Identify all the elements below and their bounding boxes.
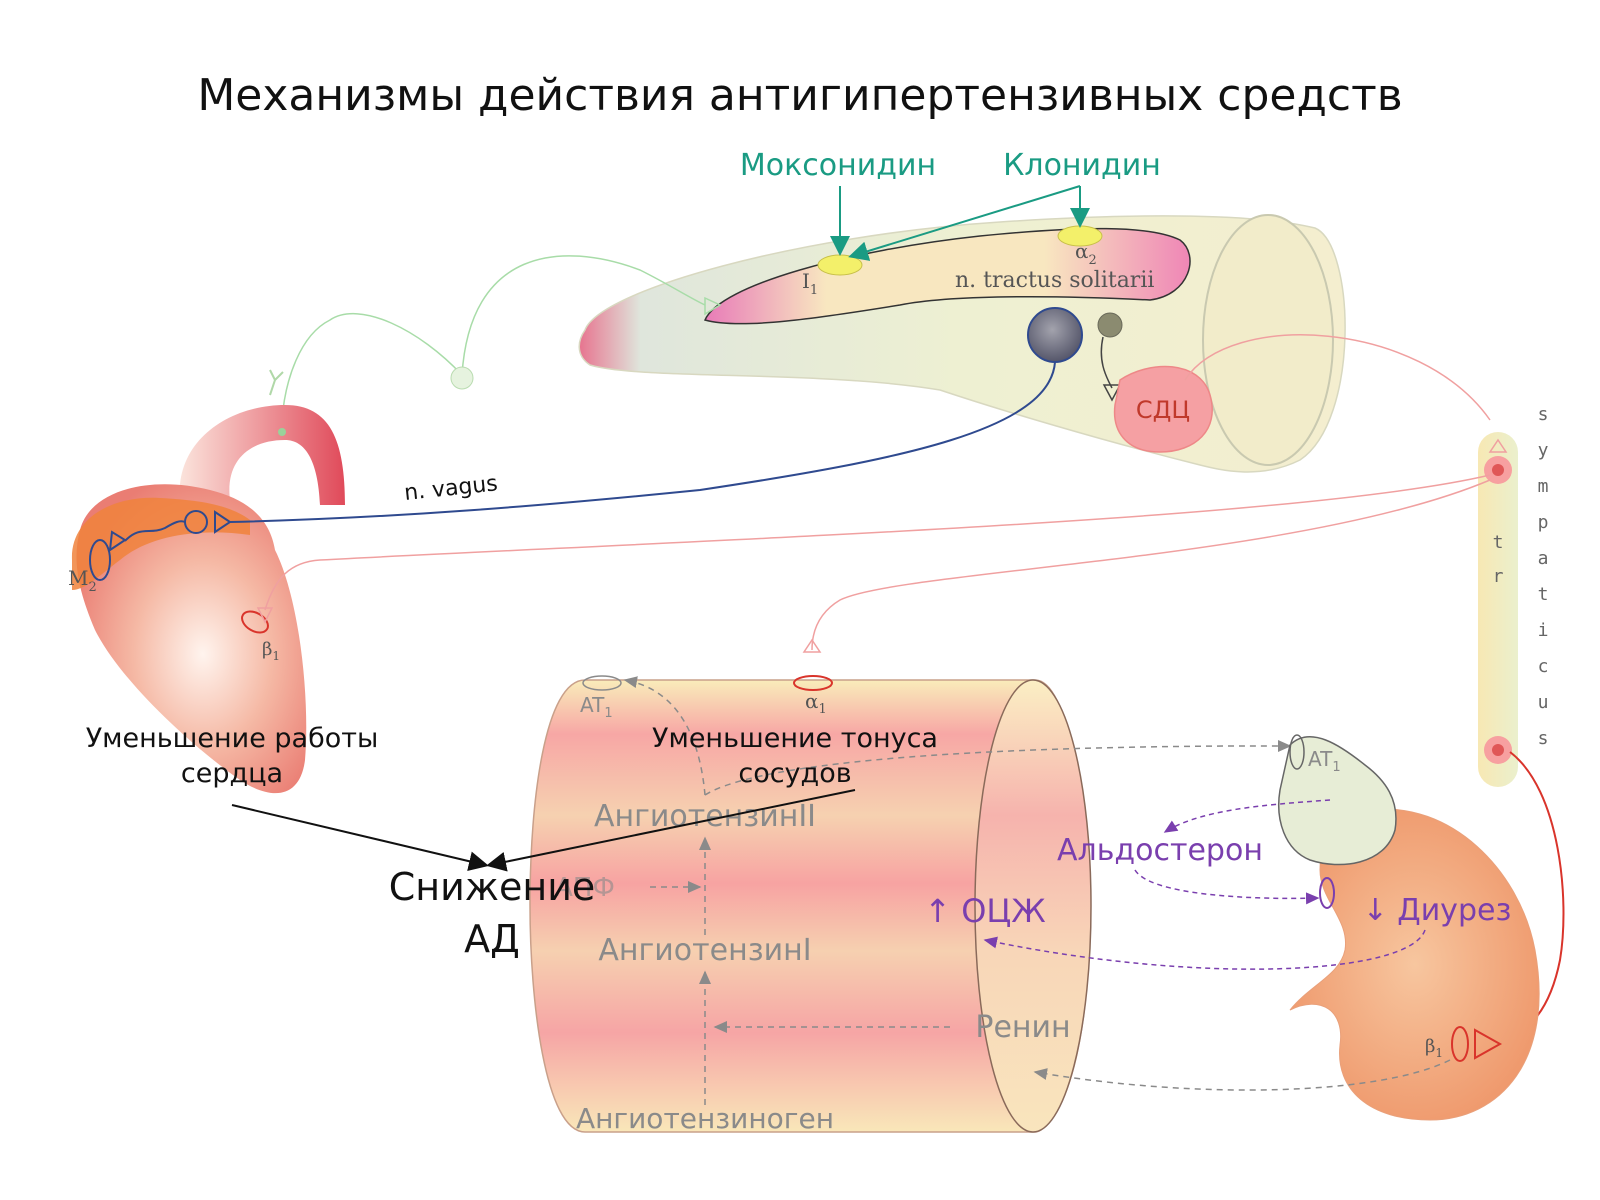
- baroreceptor-ganglion: [450, 366, 474, 390]
- heart-atrium: [71, 497, 250, 590]
- page-title: Механизмы действия антигипертензивных ср…: [197, 70, 1402, 121]
- svg-text:y: y: [1538, 440, 1549, 461]
- ace-label: АПФ: [555, 873, 615, 903]
- kidney-beta1-receptor: [1451, 1026, 1469, 1062]
- aortic-arch: [179, 405, 345, 505]
- i1-receptor: [817, 254, 863, 276]
- vessel-alpha1-receptor: [793, 675, 833, 691]
- bp-reduction-line1: Снижение: [389, 865, 596, 909]
- cardiac-ganglion: [184, 510, 208, 534]
- sympathetic-chain: t r: [1478, 432, 1518, 787]
- vagus-postganglionic: [108, 530, 127, 553]
- heart-beta1-receptor: [241, 610, 269, 634]
- diuresis-to-volume-arrow: [983, 929, 1426, 970]
- brainstem: n. tractus solitarii I1 α2 СДЦ: [578, 214, 1346, 473]
- brainstem-cut-face: [1202, 214, 1334, 466]
- ang2-to-adrenal-at1-arrow: [704, 739, 1292, 796]
- vessel-at1-label: AT1: [580, 693, 613, 721]
- bp-reduction-line2: АД: [464, 917, 520, 961]
- adrenal-at1-receptor: [1289, 734, 1305, 770]
- interneuron-body: [1097, 312, 1123, 338]
- adrenal-to-aldosterone-arrow: [1163, 799, 1331, 833]
- sympathetic-to-heart: [264, 474, 1491, 611]
- svg-text:m: m: [1538, 476, 1549, 497]
- baroreceptor-afferent: [269, 255, 722, 421]
- vasomotor-center: [1113, 365, 1213, 453]
- cardiac-to-bp-arrow: [231, 804, 489, 872]
- nts-nucleus: [703, 227, 1191, 325]
- svg-text:c: c: [1538, 656, 1549, 677]
- vagus-terminal-icon: [214, 510, 232, 534]
- alpha2-receptor-label: α2: [1075, 239, 1097, 268]
- heart-beta1-label: β1: [262, 639, 280, 663]
- adrenal-gland: [1278, 735, 1397, 866]
- ang2-to-vessel-at1-arrow: [623, 676, 706, 796]
- svg-text:p: p: [1538, 512, 1549, 533]
- vagus-nucleus: [1027, 307, 1083, 363]
- interneuron-terminal-icon: [1102, 384, 1122, 402]
- angiotensin1-label: АнгиотензинI: [598, 933, 811, 968]
- sympathetic-preganglionic: [1184, 334, 1491, 421]
- cardiac-work-effect-line1: Уменьшение работы: [86, 723, 379, 754]
- vascular-tone-effect-line2: сосудов: [738, 758, 851, 789]
- vagus-nerve: [229, 361, 1056, 523]
- svg-text:i: i: [1538, 620, 1549, 641]
- kidney-tubule-receptor: [1319, 877, 1335, 909]
- kidney-sympathetic-terminal-icon: [1474, 1028, 1503, 1060]
- blood-volume-label: ↑ ОЦЖ: [924, 892, 1045, 930]
- svg-text:u: u: [1538, 692, 1549, 713]
- vagus-label: n. vagus: [403, 471, 499, 506]
- tr-letter-r: r: [1493, 566, 1504, 587]
- i1-receptor-label: I1: [802, 269, 818, 298]
- vessel-end: [974, 679, 1092, 1133]
- cardiac-work-effect-line2: сердца: [181, 758, 283, 789]
- m2-receptor: [89, 539, 111, 581]
- diuresis-label: ↓ Диурез: [1363, 893, 1512, 928]
- renin-label: Ренин: [975, 1010, 1070, 1045]
- kidney-body: [1289, 808, 1540, 1121]
- clonidine-arrow-to-i1: [848, 185, 1081, 261]
- m2-receptor-label: M2: [68, 566, 97, 595]
- vessel-at1-receptor: [582, 675, 622, 691]
- vascular-tone-effect-line1: Уменьшение тонуса: [652, 723, 938, 754]
- kidney: AT1 β1: [1278, 734, 1540, 1121]
- aldosterone-label: Альдостерон: [1057, 833, 1263, 868]
- svg-text:t: t: [1538, 584, 1549, 605]
- kidney-to-renin-arrow: [1033, 1059, 1451, 1091]
- aldosterone-to-kidney-arrow: [1134, 869, 1320, 905]
- kidney-beta1-label: β1: [1425, 1036, 1443, 1060]
- adrenal-at1-label: AT1: [1308, 747, 1341, 775]
- sympathicus-label: s y m p a t i c u s: [1538, 404, 1549, 749]
- tr-letter-t: t: [1493, 532, 1504, 553]
- vascular-to-bp-arrow: [486, 789, 856, 872]
- heart-body: [76, 484, 307, 794]
- angiotensinogen-label: Ангиотензиноген: [576, 1102, 834, 1135]
- svg-text:a: a: [1538, 548, 1549, 569]
- vasomotor-center-label: СДЦ: [1136, 396, 1190, 424]
- vessel-alpha1-label: α1: [805, 689, 827, 717]
- svg-text:s: s: [1538, 728, 1549, 749]
- moxonidine-label: Моксонидин: [740, 148, 936, 183]
- blood-vessel: AT1 α1 АнгиотензинII АПФ АнгиотензинI Ан…: [529, 675, 1292, 1135]
- svg-text:s: s: [1538, 404, 1549, 425]
- heart: M2 β1: [68, 405, 345, 794]
- sympathetic-to-vessel: [811, 479, 1491, 651]
- nts-label: n. tractus solitarii: [955, 268, 1154, 293]
- clonidine-label: Клонидин: [1003, 148, 1161, 183]
